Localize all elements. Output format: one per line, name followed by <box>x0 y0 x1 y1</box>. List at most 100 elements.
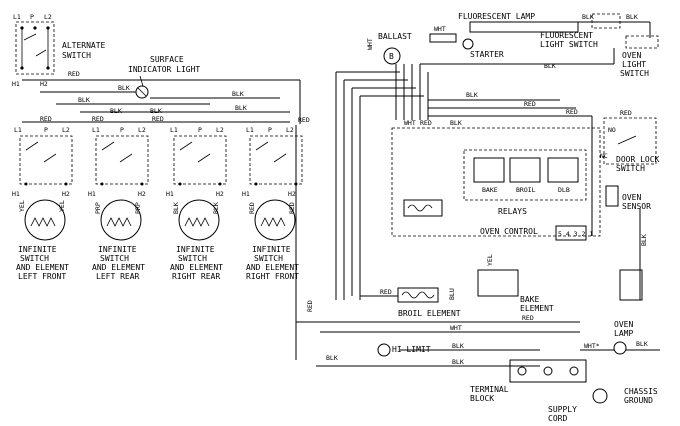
relays-label: RELAYS <box>498 207 527 216</box>
wire-red-label-3: RED <box>152 115 164 123</box>
svg-text:RED: RED <box>522 314 534 322</box>
starter-label: STARTER <box>470 50 504 59</box>
wire-blk-label-4: BLK <box>150 107 162 115</box>
svg-text:PRP: PRP <box>134 202 142 214</box>
svg-text:L1: L1 <box>14 126 22 134</box>
svg-text:BLU: BLU <box>448 288 456 300</box>
svg-text:L2: L2 <box>138 126 146 134</box>
relay-bake: BAKE <box>473 157 505 194</box>
svg-text:RED: RED <box>620 109 632 117</box>
svg-text:H1: H1 <box>166 190 174 198</box>
fluorescent-lamp-label: FLUORESCENT LAMP <box>458 12 535 21</box>
svg-text:BLK: BLK <box>452 358 464 366</box>
svg-text:BLK: BLK <box>544 62 556 70</box>
svg-text:NC: NC <box>600 152 608 160</box>
svg-text:RED: RED <box>566 108 578 116</box>
connector-label: 5 4 3 2 1 <box>558 230 593 238</box>
wire-blk-label-2: BLK <box>78 96 90 104</box>
svg-text:RED: RED <box>420 119 432 127</box>
svg-text:BAKE: BAKE <box>482 186 498 194</box>
svg-text:RED: RED <box>306 300 314 312</box>
svg-text:BLK: BLK <box>326 354 338 362</box>
svg-text:RED: RED <box>524 100 536 108</box>
svg-text:BLK: BLK <box>172 202 180 214</box>
wire-blk-label-6: BLK <box>235 104 247 112</box>
alt-switch-line2: SWITCH <box>62 51 91 60</box>
svg-text:H2: H2 <box>62 190 70 198</box>
svg-text:BLK: BLK <box>640 234 648 246</box>
surface-indicator-light: SURFACE INDICATOR LIGHT <box>128 55 200 99</box>
svg-text:YEL: YEL <box>58 200 66 212</box>
svg-text:L2: L2 <box>62 126 70 134</box>
ballast-symbol: B <box>389 52 394 61</box>
svg-text:BROIL: BROIL <box>516 186 536 194</box>
svg-text:DLB: DLB <box>558 186 570 194</box>
svg-text:BLK: BLK <box>452 342 464 350</box>
alt-p-label: P <box>30 13 34 21</box>
broil-element-label: BROIL ELEMENT <box>398 309 461 318</box>
svg-text:PRP: PRP <box>94 202 102 214</box>
svg-text:L1: L1 <box>92 126 100 134</box>
wire-red-label-2: RED <box>92 115 104 123</box>
svg-text:WHT: WHT <box>450 324 462 332</box>
svg-text:YEL: YEL <box>486 254 494 266</box>
svg-text:H2: H2 <box>138 190 146 198</box>
wire-red-label-4: RED <box>40 115 52 123</box>
oven-harness: BLK RED RED BLK WHT RED <box>335 64 593 300</box>
alt-h2-label: H2 <box>40 80 48 88</box>
wire-red-label: RED <box>68 70 80 78</box>
svg-text:WHT: WHT <box>434 25 446 33</box>
svg-text:H2: H2 <box>216 190 224 198</box>
alt-switch-line1: ALTERNATE <box>62 41 106 50</box>
oven-control: BAKE BROIL DLB RELAYS OVEN CONTROL 5 4 3… <box>391 127 601 241</box>
svg-text:RED: RED <box>380 288 392 296</box>
svg-text:NO: NO <box>608 126 616 134</box>
svg-text:WHT*: WHT* <box>584 342 600 350</box>
svg-text:BLK: BLK <box>450 119 462 127</box>
svg-text:WHT: WHT <box>404 119 416 127</box>
alt-l2-label: L2 <box>44 13 52 21</box>
svg-text:BLK: BLK <box>212 202 220 214</box>
alt-l1-label: L1 <box>13 13 21 21</box>
svg-text:H1: H1 <box>88 190 96 198</box>
svg-text:WHT: WHT <box>366 38 374 50</box>
svg-text:P: P <box>198 126 202 134</box>
relay-dlb: DLB <box>547 157 579 194</box>
fluorescent-light-switch-label: FLUORESCENT LIGHT SWITCH <box>540 31 598 49</box>
ballast: BALLAST B WHT <box>366 32 412 65</box>
svg-text:H1: H1 <box>242 190 250 198</box>
svg-text:BLK: BLK <box>626 13 638 21</box>
svg-text:YEL: YEL <box>18 200 26 212</box>
bottom-wiring: RED WHT RED BLK BLK BLK HI LIMIT WHT* BL… <box>296 300 660 367</box>
svg-text:P: P <box>120 126 124 134</box>
svg-text:P: P <box>268 126 272 134</box>
wire-blk-label-5: BLK <box>232 90 244 98</box>
alt-h1-label: H1 <box>12 80 20 88</box>
svg-text:BLK: BLK <box>466 91 478 99</box>
svg-text:H2: H2 <box>288 190 296 198</box>
svg-text:BLK: BLK <box>636 340 648 348</box>
svg-text:RED: RED <box>288 202 296 214</box>
relay-broil: BROIL <box>509 157 541 194</box>
wire-red-label-5: RED <box>298 116 310 124</box>
alternate-switch: L1 P L2 H1 H2 ALTERNATE SWITCH <box>12 13 106 88</box>
